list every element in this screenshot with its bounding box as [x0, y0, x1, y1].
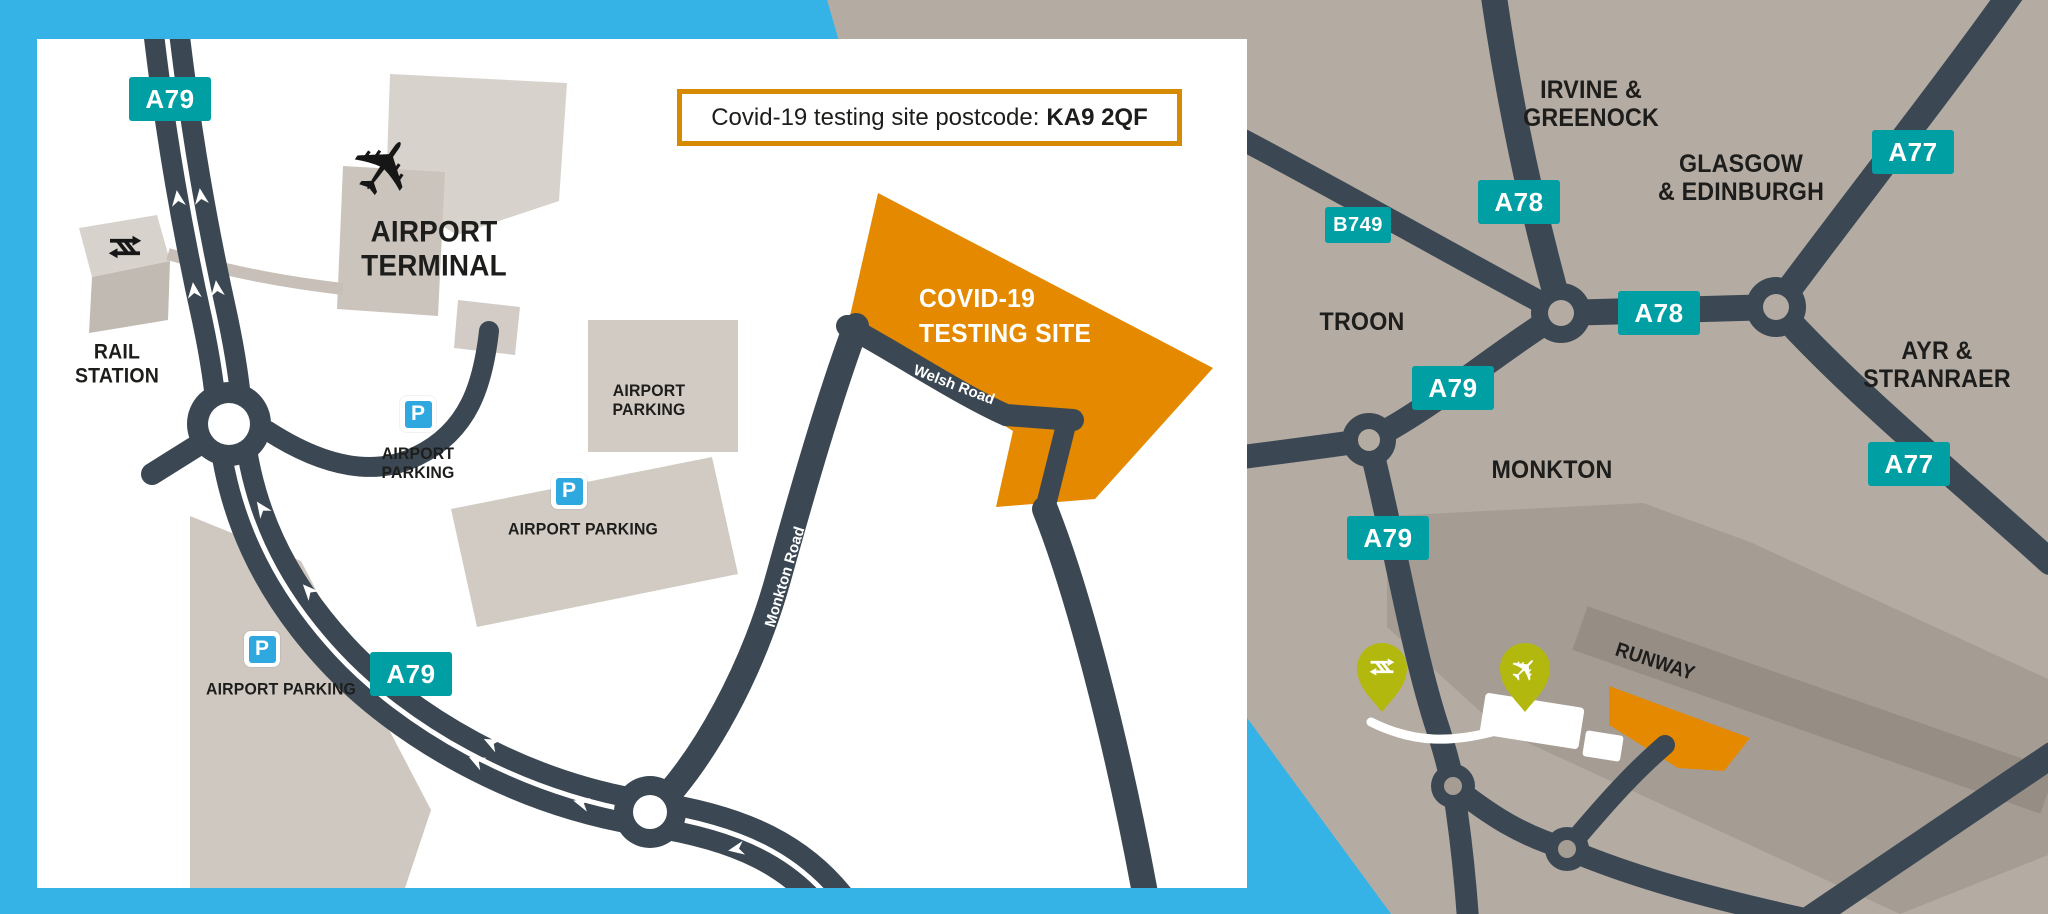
rail-station-pin: [1357, 643, 1407, 712]
runway-strip: [1572, 606, 2048, 814]
rail-icon: [108, 235, 142, 259]
label-airport-terminal: AIRPORT TERMINAL: [361, 215, 507, 282]
label-airport-parking-a: AIRPORT PARKING: [381, 443, 455, 482]
label-airport-parking-b: AIRPORT PARKING: [507, 519, 659, 539]
label-troon: TROON: [1319, 308, 1405, 336]
a77-south-road: [1763, 294, 2048, 575]
a78-north-road: [1480, 0, 1574, 326]
label-irvine-greenock: IRVINE & GREENOCK: [1523, 76, 1659, 132]
badge-a79-south: A79: [1347, 516, 1429, 560]
parking-area-southwest: [190, 516, 431, 888]
welsh-road-path: [836, 315, 1084, 431]
badge-a79-mid: A79: [370, 652, 452, 696]
airport-grounds: [1387, 503, 2048, 914]
parking-icon-1: P: [400, 396, 436, 432]
parking-building-south: [451, 457, 738, 627]
terminal-service-road: [258, 321, 499, 477]
postcode-box: Covid-19 testing site postcode: KA9 2QF: [677, 89, 1182, 146]
label-airport-parking-c: AIRPORT PARKING: [612, 380, 686, 419]
postcode-value: KA9 2QF: [1046, 103, 1148, 131]
badge-a79-top: A79: [129, 77, 211, 121]
label-glasgow-edinburgh: GLASGOW & EDINBURGH: [1657, 150, 1825, 206]
rail-station-roof: [79, 215, 170, 277]
label-monkton: MONKTON: [1491, 456, 1613, 484]
rail-station-front: [89, 261, 170, 333]
southeast-road: [1032, 496, 1158, 888]
a79-south-road: [1357, 428, 1465, 798]
parking-p-glyph: P: [555, 477, 583, 505]
parking-building-east: [588, 320, 738, 452]
overview-roundabouts: [1342, 277, 1806, 871]
inset-map: ✈: [79, 39, 1213, 888]
testing-site-access-road: [1035, 411, 1077, 519]
rail-icon: [1369, 658, 1395, 676]
terminal-building-wing: [337, 166, 445, 316]
monkton-road-path: [640, 313, 869, 824]
label-covid-testing-site: COVID-19 TESTING SITE: [919, 283, 1092, 349]
badge-a79-north: A79: [1412, 366, 1494, 410]
badge-a78-east: A78: [1618, 291, 1700, 335]
badge-a77-south: A77: [1868, 442, 1950, 486]
airport-pin: ✈: [1500, 643, 1550, 712]
parking-icon-3: P: [244, 631, 280, 667]
parking-p-glyph: P: [404, 400, 432, 428]
badge-a77-north: A77: [1872, 130, 1954, 174]
inset-map-panel: ✈ Covid-19 testing site postcode: KA9 2Q…: [37, 39, 1247, 888]
b749-road: [1217, 121, 1572, 324]
terminal-annex-overview: [1582, 730, 1624, 762]
coast-road: [1795, 742, 2048, 914]
bottom-road: [1556, 838, 1811, 914]
terminal-building-overview: [1479, 693, 1585, 749]
label-rail-station: RAIL STATION: [74, 340, 160, 387]
inset-roundabouts: [187, 382, 686, 848]
badge-a78-north: A78: [1478, 180, 1560, 224]
terminal-access-path: [1366, 717, 1497, 744]
parking-p-glyph: P: [248, 635, 276, 663]
label-airport-parking-d: AIRPORT PARKING: [205, 679, 357, 699]
parking-icon-2: P: [551, 473, 587, 509]
label-ayr-stranraer: AYR & STRANRAER: [1863, 337, 2011, 393]
covid-testing-site-area: [847, 193, 1213, 507]
badge-b749: B749: [1325, 207, 1391, 243]
postcode-label: Covid-19 testing site postcode:: [711, 103, 1040, 131]
covid-site-marker-area: [1609, 686, 1750, 771]
